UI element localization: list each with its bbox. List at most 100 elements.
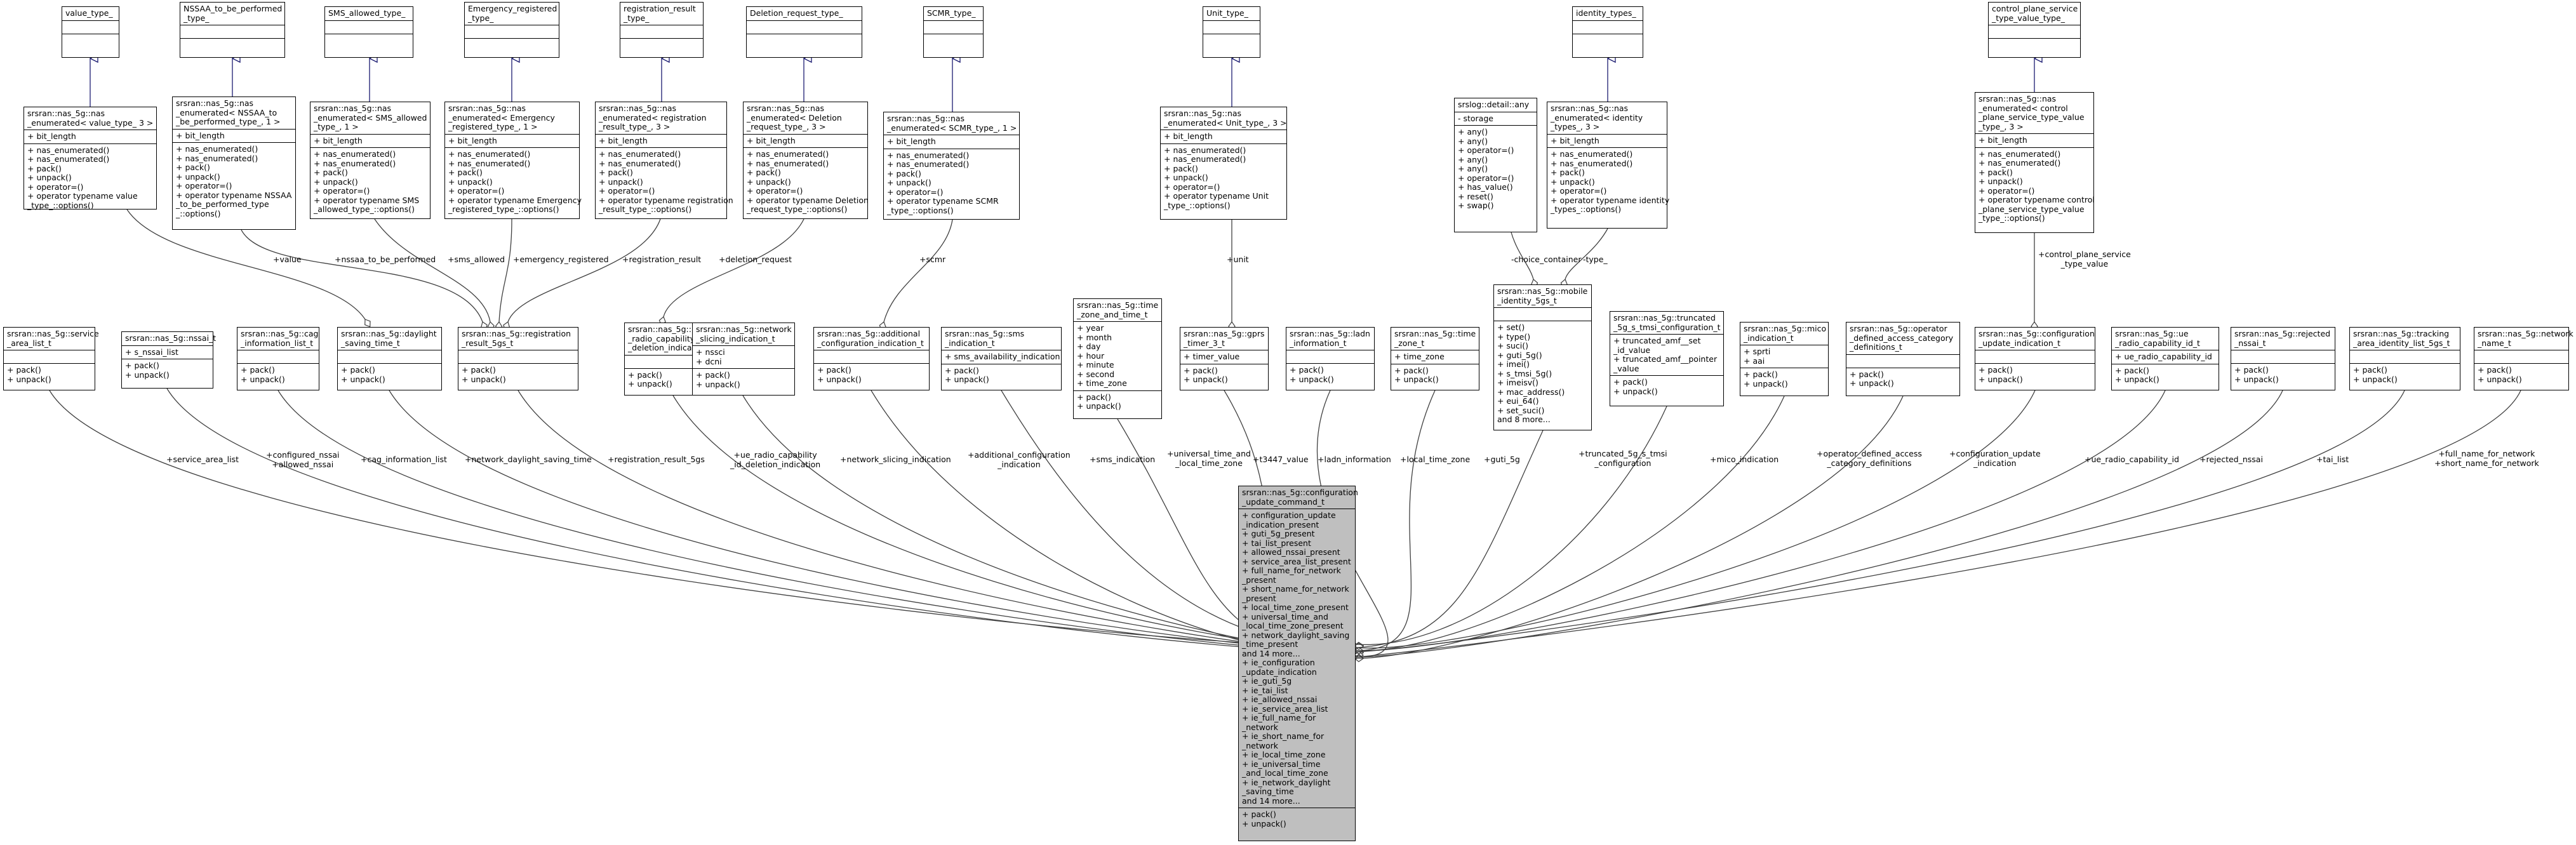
edge-label-odac: +operator_defined_access _category_defin… (1817, 449, 1922, 468)
class-title: srsran::nas_5g::nssai_t (125, 333, 217, 343)
class-title: Emergency_registered _type_ (468, 4, 557, 23)
class-registration-result-5gs[interactable]: srsran::nas_5g::registration _result_5gs… (458, 327, 578, 390)
class-attrs (62, 20, 119, 34)
class-operator-defined-access-category-definitions[interactable]: srsran::nas_5g::operator _defined_access… (1846, 322, 1960, 396)
class-nas-enumerated-registration-result[interactable]: srsran::nas_5g::nas _enumerated< registr… (595, 102, 733, 219)
class-network-name[interactable]: srsran::nas_5g::network _name_t + pack()… (2474, 327, 2573, 390)
template-nssaa-type[interactable]: NSSAA_to_be_performed _type_ (180, 2, 285, 58)
class-nas-enumerated-control-plane-service[interactable]: srsran::nas_5g::nas _enumerated< control… (1975, 92, 2095, 233)
class-gprs-timer-3[interactable]: srsran::nas_5g::gprs _timer_3_t + timer_… (1180, 327, 1269, 390)
edge-label-universal-time: +universal_time_and _local_time_zone (1167, 449, 1251, 468)
class-title: value_type_ (65, 8, 113, 18)
class-nas-enumerated-deletion-request[interactable]: srsran::nas_5g::nas _enumerated< Deletio… (743, 102, 869, 219)
class-configuration-update-indication[interactable]: srsran::nas_5g::configuration _update_in… (1975, 327, 2095, 390)
class-attrs: + s_nssai_list (122, 345, 213, 359)
template-emergency-type[interactable]: Emergency_registered _type_ (464, 2, 559, 58)
edge-label-network-name: +full_name_for_network +short_name_for_n… (2434, 449, 2539, 468)
class-attrs: + bit_length (1161, 130, 1286, 143)
class-attrs (814, 350, 929, 363)
template-unit-type[interactable]: Unit_type_ (1203, 6, 1260, 58)
class-nas-enumerated-unit[interactable]: srsran::nas_5g::nas _enumerated< Unit_ty… (1160, 107, 1287, 220)
class-title: srsran::nas_5g::network _name_t (2478, 329, 2573, 348)
class-ladn-information[interactable]: srsran::nas_5g::ladn _information_t + pa… (1286, 327, 1375, 390)
class-service-area-list[interactable]: srsran::nas_5g::service _area_list_t + p… (3, 327, 99, 390)
class-nssai[interactable]: srsran::nas_5g::nssai_t + s_nssai_list +… (121, 331, 217, 389)
edge-label-registration-result-5gs: +registration_result_5gs (608, 455, 705, 464)
class-mobile-identity-5gs[interactable]: srsran::nas_5g::mobile _identity_5gs_t +… (1493, 284, 1592, 430)
class-nas-enumerated-identity-types[interactable]: srsran::nas_5g::nas _enumerated< identit… (1547, 102, 1669, 229)
class-methods: + nas_enumerated() + nas_enumerated() + … (744, 147, 869, 216)
edge-label-value: +value (273, 255, 302, 264)
edge-label-network-slicing: +network_slicing_indication (840, 455, 951, 464)
class-tracking-area-identity-list[interactable]: srsran::nas_5g::tracking _area_identity_… (2349, 327, 2460, 390)
class-daylight-saving-time[interactable]: srsran::nas_5g::daylight _saving_time_t … (337, 327, 442, 390)
class-rejected-nssai[interactable]: srsran::nas_5g::rejected _nssai_t + pack… (2231, 327, 2335, 390)
edge-label-tai: +tai_list (2316, 455, 2349, 464)
class-methods (62, 33, 119, 47)
class-title: srsran::nas_5g::tracking _area_identity_… (2353, 329, 2450, 348)
template-identity-types[interactable]: identity_types_ (1572, 6, 1643, 58)
class-methods: + any() + any() + operator=() + any() + … (1455, 125, 1537, 213)
class-title: srsran::nas_5g::truncated _5g_s_tmsi_con… (1613, 313, 1721, 332)
template-value-type[interactable]: value_type_ (62, 6, 119, 58)
inheritance-edges (90, 58, 2034, 112)
class-nas-enumerated-value-type[interactable]: srsran::nas_5g::nas _enumerated< value_t… (23, 107, 157, 210)
template-deletion-request-type[interactable]: Deletion_request_type_ (746, 6, 862, 58)
class-methods: + nas_enumerated() + nas_enumerated() + … (445, 147, 582, 216)
class-nas-enumerated-emergency[interactable]: srsran::nas_5g::nas _enumerated< Emergen… (444, 102, 582, 219)
edge-label-ladn: +ladn_information (1318, 455, 1391, 464)
edge-label-registration-result: +registration_result (622, 255, 702, 264)
edge-label-daylight: +network_daylight_saving_time (465, 455, 592, 464)
class-attrs: + bit_length (24, 130, 156, 143)
class-title: srsran::nas_5g::time _zone_t (1394, 329, 1476, 348)
class-attrs (4, 350, 95, 363)
class-srslog-any[interactable]: srslog::detail::any - storage + any() + … (1454, 98, 1537, 232)
template-registration-result-type[interactable]: registration_result _type_ (620, 2, 704, 58)
class-methods: + pack() + unpack() (237, 363, 319, 386)
edge-label-scmr: +scmr (919, 255, 946, 264)
class-network-slicing-indication[interactable]: srsran::nas_5g::network _slicing_indicat… (692, 323, 795, 396)
class-nas-enumerated-sms-allowed[interactable]: srsran::nas_5g::nas _enumerated< SMS_all… (310, 102, 430, 219)
class-ue-radio-capability-id[interactable]: srsran::nas_5g::ue _radio_capability_id_… (2111, 327, 2219, 390)
class-cag-information-list[interactable]: srsran::nas_5g::cag _information_list_t … (237, 327, 319, 390)
class-sms-indication[interactable]: srsran::nas_5g::sms _indication_t + sms_… (941, 327, 1062, 390)
class-attrs: + sms_availability_indication (942, 350, 1061, 364)
class-nas-enumerated-scmr[interactable]: srsran::nas_5g::nas _enumerated< SCMR_ty… (883, 112, 1020, 220)
class-mico-indication[interactable]: srsran::nas_5g::mico _indication_t + spr… (1740, 322, 1829, 396)
edge-label-mico: +mico_indication (1710, 455, 1779, 464)
class-title: srsran::nas_5g::rejected _nssai_t (2234, 329, 2331, 348)
class-nas-enumerated-nssaa[interactable]: srsran::nas_5g::nas _enumerated< NSSAA_t… (172, 96, 296, 230)
class-title: srsran::nas_5g::nas _enumerated< SCMR_ty… (887, 114, 1017, 133)
class-methods: + pack() + unpack() (1975, 363, 2095, 386)
class-time-zone-and-time[interactable]: srsran::nas_5g::time _zone_and_time_t + … (1073, 298, 1162, 419)
class-methods: + pack() + unpack() (1074, 390, 1161, 413)
class-additional-configuration-indication[interactable]: srsran::nas_5g::additional _configuratio… (813, 327, 930, 390)
template-sms-allowed-type[interactable]: SMS_allowed_type_ (324, 6, 413, 58)
class-methods: + set() + type() + suci() + guti_5g() + … (1494, 321, 1591, 427)
class-attrs: + ue_radio_capability_id (2112, 350, 2219, 364)
class-methods: + nas_enumerated() + nas_enumerated() + … (1161, 143, 1286, 213)
class-time-zone[interactable]: srsran::nas_5g::time _zone_t + time_zone… (1391, 327, 1479, 390)
template-control-plane-service-type[interactable]: control_plane_service _type_value_type_ (1988, 2, 2081, 58)
class-attrs: + bit_length (445, 133, 579, 148)
class-methods: + pack() + unpack() (122, 359, 213, 382)
class-title: srsran::nas_5g::operator _defined_access… (1850, 324, 1954, 352)
edge-label-t3447: +t3447_value (1253, 455, 1309, 464)
edge-label-nssaa: +nssaa_to_be_performed (335, 255, 436, 264)
class-title: srsran::nas_5g::ladn _information_t (1290, 329, 1370, 348)
class-title: srsran::nas_5g::nas _enumerated< registr… (599, 103, 707, 131)
class-configuration-update-command[interactable]: srsran::nas_5g::configuration _update_co… (1238, 486, 1358, 841)
class-methods: + pack() + unpack() (942, 363, 1061, 387)
class-truncated-5g-s-tmsi-configuration[interactable]: srsran::nas_5g::truncated _5g_s_tmsi_con… (1610, 311, 1724, 406)
edge-label-configured-nssai: +configured_nssai +allowed_nssai (266, 450, 340, 469)
class-methods: + nas_enumerated() + nas_enumerated() + … (24, 143, 156, 213)
class-methods: + pack() + unpack() (1740, 368, 1828, 390)
class-attrs: + sprti + aai (1740, 345, 1828, 368)
class-title: srsran::nas_5g::nas _enumerated< value_t… (27, 109, 154, 128)
class-methods: + pack() + unpack() (1391, 363, 1479, 387)
template-scmr-type[interactable]: SCMR_type_ (923, 6, 984, 58)
class-attrs: + bit_length (310, 133, 430, 148)
composition-edge (126, 209, 365, 319)
composition-edge (374, 218, 490, 322)
class-title: Deletion_request_type_ (750, 8, 843, 18)
